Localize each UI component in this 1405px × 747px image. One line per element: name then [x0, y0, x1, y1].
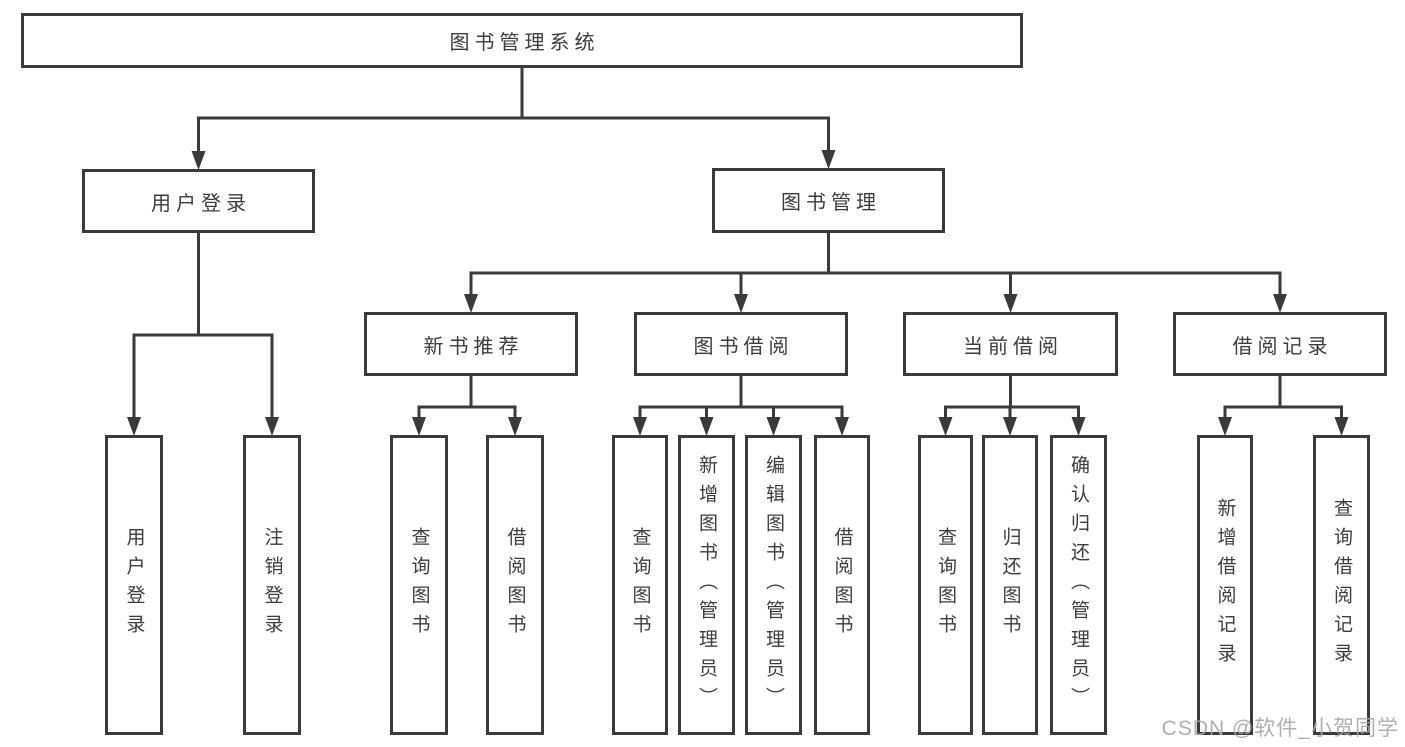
arrowhead-icon	[1334, 417, 1349, 436]
node-user-login: 用户登录	[82, 169, 315, 233]
arrowhead-icon	[766, 417, 781, 436]
arrowhead-icon	[821, 150, 836, 169]
node-bb-add-book: 新增图书（管理员）	[678, 435, 735, 735]
node-borrow-records: 借阅记录	[1173, 312, 1387, 376]
arrowhead-icon	[835, 417, 849, 436]
arrowhead-icon	[464, 294, 478, 313]
node-bb-borrow-book: 借阅图书	[814, 435, 870, 735]
node-cb-confirm: 确认归还（管理员）	[1050, 435, 1107, 735]
node-br-query-record: 查询借阅记录	[1313, 435, 1370, 735]
arrowhead-icon	[191, 151, 206, 170]
arrowhead-icon	[412, 417, 426, 436]
node-current-borrow: 当前借阅	[903, 312, 1118, 376]
arrowhead-icon	[265, 417, 279, 436]
arrowhead-icon	[1003, 294, 1018, 313]
arrowhead-icon	[699, 417, 714, 436]
node-bb-query-book: 查询图书	[612, 435, 668, 735]
node-cb-query-book: 查询图书	[918, 435, 973, 735]
arrowhead-icon	[1273, 294, 1287, 313]
arrowhead-icon	[938, 417, 953, 436]
arrowhead-icon	[734, 294, 748, 313]
node-root: 图书管理系统	[21, 13, 1023, 68]
arrowhead-icon	[127, 417, 141, 436]
node-logout: 注销登录	[243, 435, 301, 735]
node-cb-return-book: 归还图书	[982, 435, 1038, 735]
node-rec-borrow-book: 借阅图书	[486, 435, 544, 735]
node-br-add-record: 新增借阅记录	[1197, 435, 1253, 735]
node-book-borrow: 图书借阅	[634, 312, 848, 376]
node-bb-edit-book: 编辑图书（管理员）	[745, 435, 802, 735]
arrowhead-icon	[633, 417, 647, 436]
arrowhead-icon	[1218, 417, 1232, 436]
node-login: 用户登录	[105, 435, 163, 735]
node-book-mgmt: 图书管理	[712, 168, 945, 233]
arrowhead-icon	[1071, 417, 1086, 436]
arrowhead-icon	[508, 417, 522, 436]
arrowhead-icon	[1003, 417, 1017, 436]
node-rec-query-book: 查询图书	[390, 435, 448, 735]
node-new-book-rec: 新书推荐	[364, 312, 578, 376]
